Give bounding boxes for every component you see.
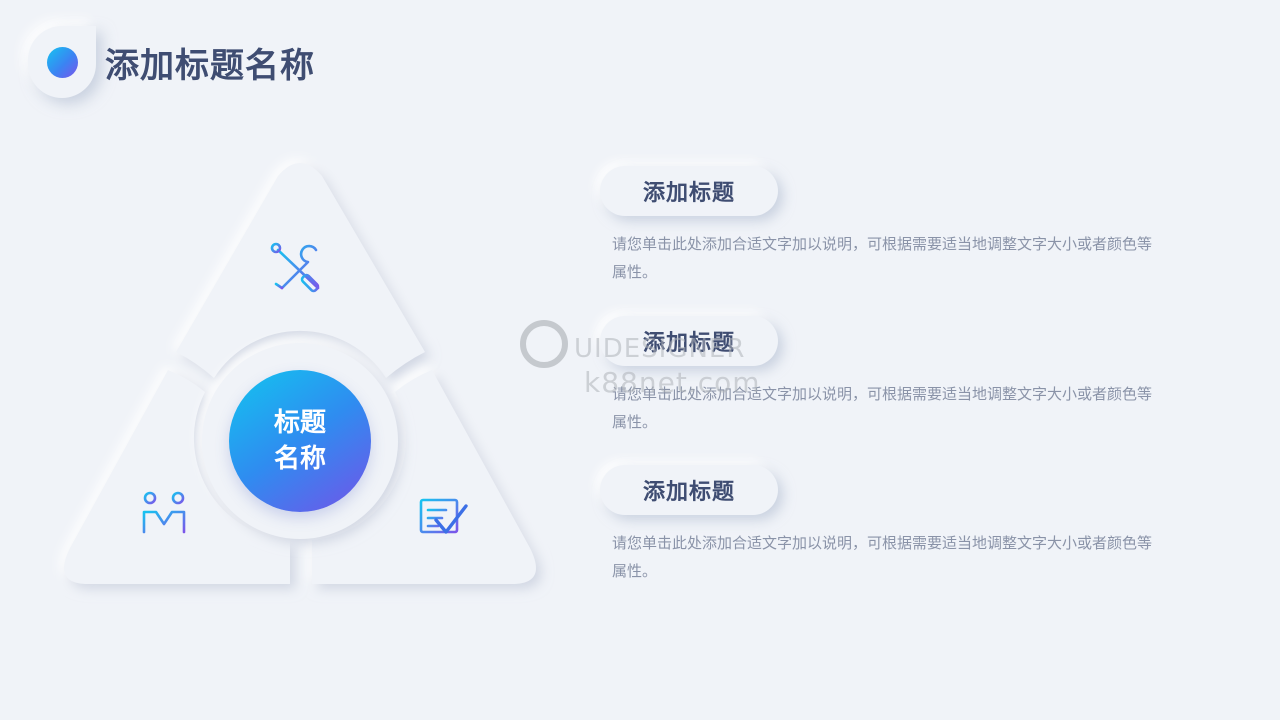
logo-dot-icon [47,47,78,78]
logo-badge [28,26,96,98]
content-item-1: 添加标题 请您单击此处添加合适文字加以说明，可根据需要适当地调整文字大小或者颜色… [600,166,1170,286]
triangle-segment-left [64,370,290,584]
checklist-icon [419,498,468,534]
item-title: 添加标题 [642,331,735,356]
item-description: 请您单击此处添加合适文字加以说明，可根据需要适当地调整文字大小或者颜色等属性。 [612,534,1153,580]
triangle-segment-right [312,370,536,584]
item-title-pill: 添加标题 [600,316,778,366]
center-circle: 标题名称 [229,370,371,512]
item-title: 添加标题 [642,181,735,206]
content-item-2: 添加标题 请您单击此处添加合适文字加以说明，可根据需要适当地调整文字大小或者颜色… [600,316,1170,436]
tools-icon [270,242,320,293]
item-description: 请您单击此处添加合适文字加以说明，可根据需要适当地调整文字大小或者颜色等属性。 [612,385,1153,431]
center-label: 标题名称 [273,408,326,474]
item-description: 请您单击此处添加合适文字加以说明，可根据需要适当地调整文字大小或者颜色等属性。 [612,235,1153,281]
item-title-pill: 添加标题 [600,166,778,216]
page-title: 添加标题名称 [105,46,315,86]
item-title: 添加标题 [642,480,735,505]
content-item-3: 添加标题 请您单击此处添加合适文字加以说明，可根据需要适当地调整文字大小或者颜色… [600,465,1170,585]
people-icon [142,491,186,534]
item-title-pill: 添加标题 [600,465,778,515]
